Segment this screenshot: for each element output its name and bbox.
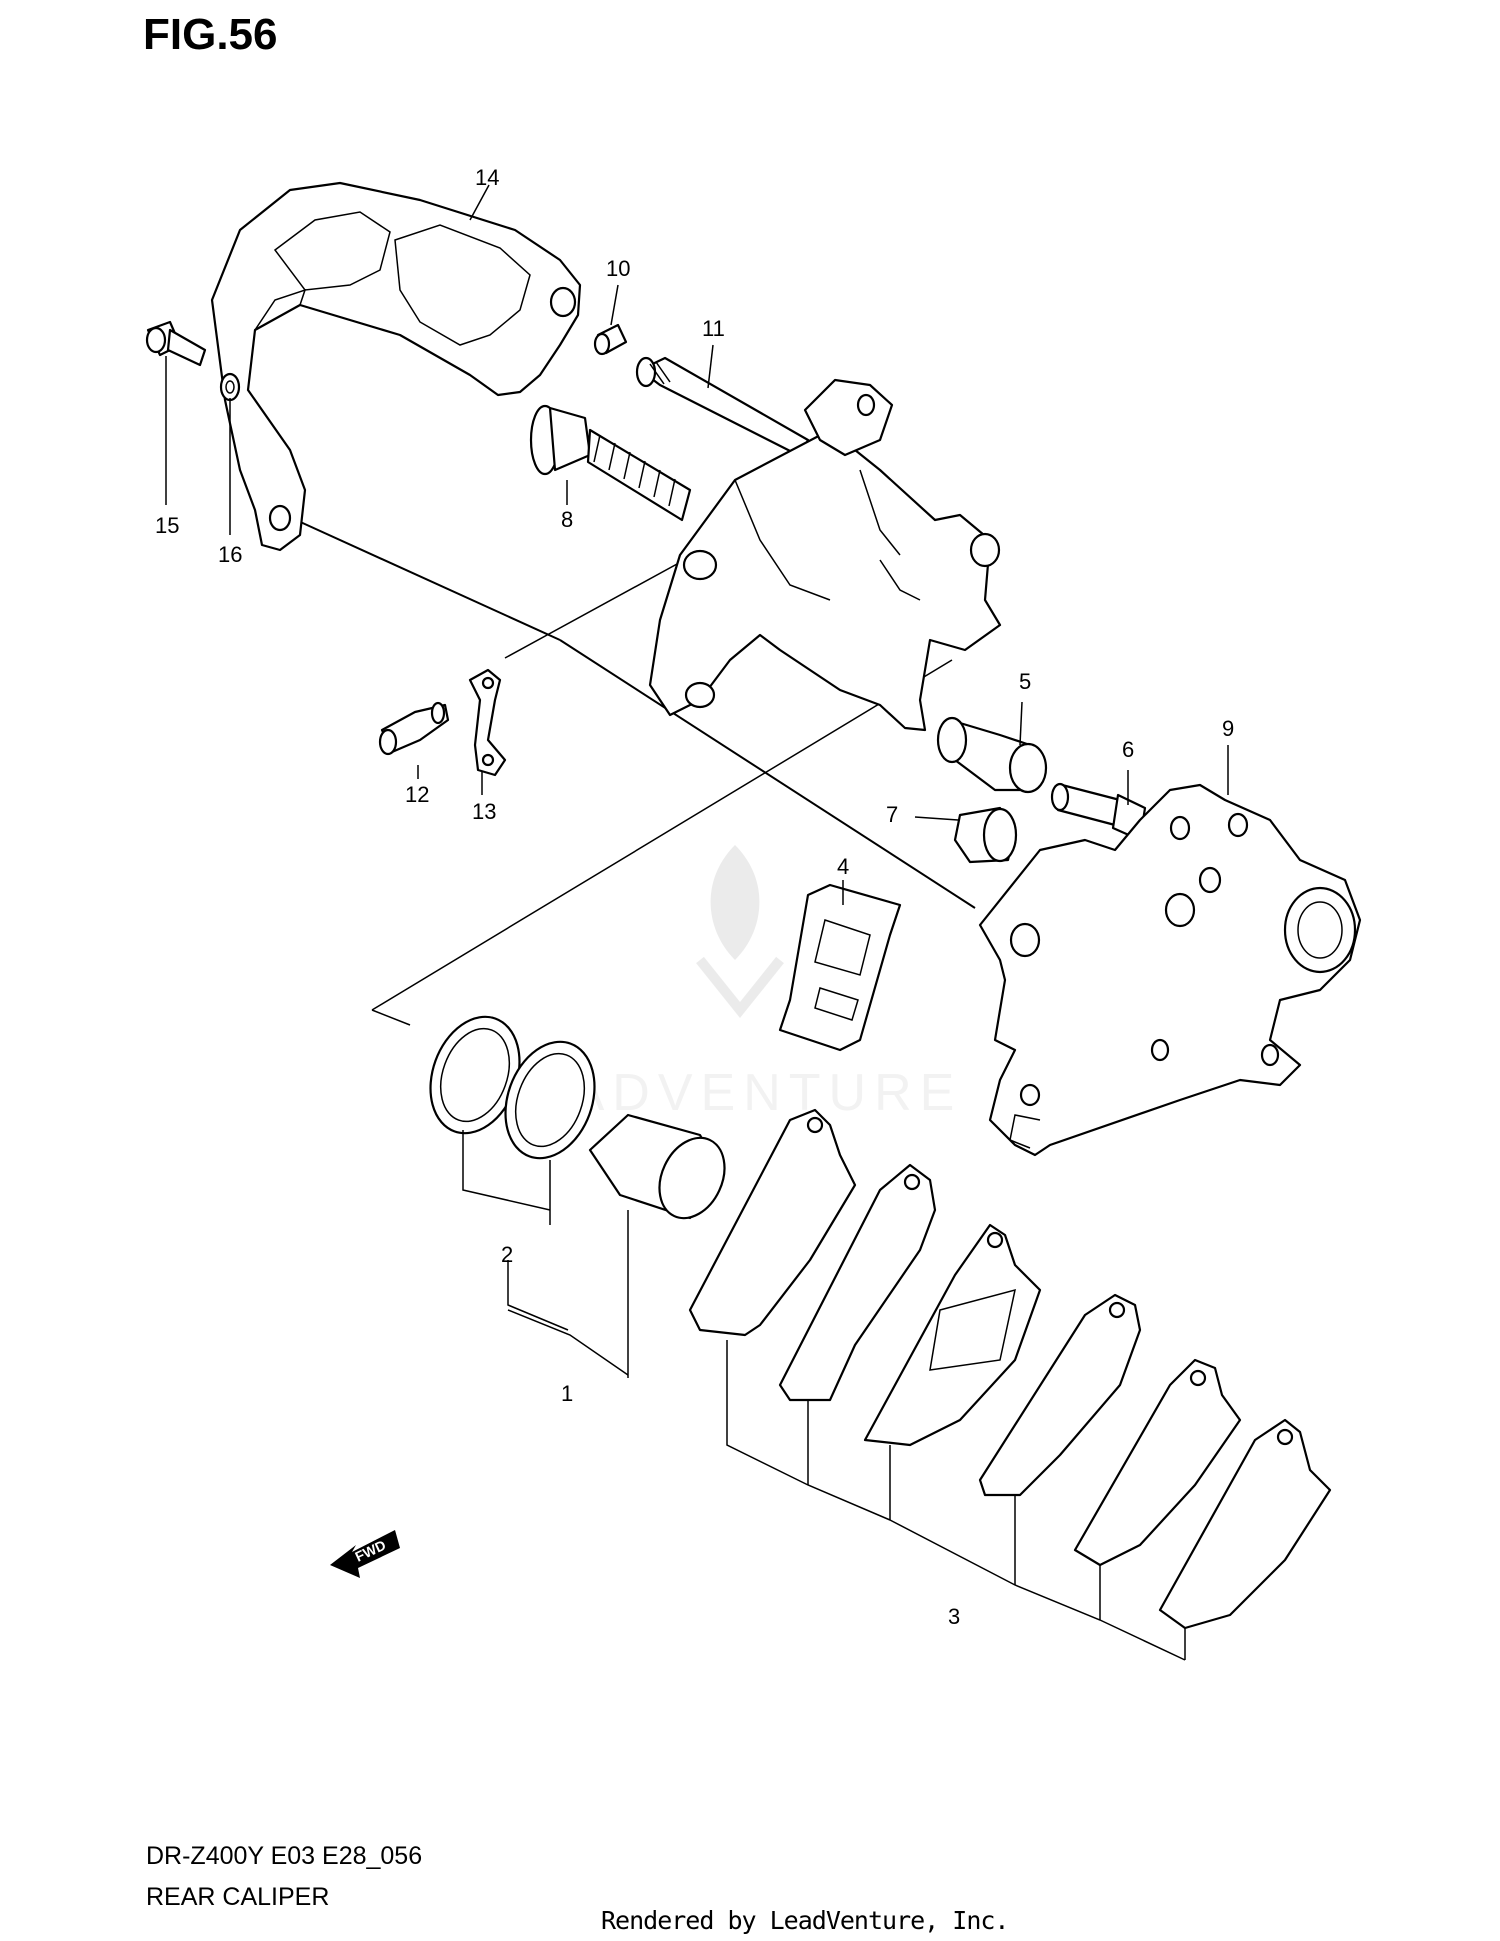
part-10-cap [593,323,628,356]
model-code: DR-Z400Y E03 E28_056 [146,1842,423,1870]
part-5-sleeve [936,716,1048,794]
assembly-lines [295,519,976,1026]
part-12-bleeder-valve [378,701,450,756]
callout-7: 7 [886,802,898,827]
part-16-washer [219,372,241,402]
callout-4: 4 [837,854,849,879]
part-2-piston-seals [429,1015,596,1160]
callout-numbers: 1 2 3 4 5 6 7 8 9 10 11 12 13 14 15 16 [155,165,1234,1629]
callout-5: 5 [1019,669,1031,694]
callout-13: 13 [472,799,496,824]
flame-logo-icon [710,845,760,960]
callout-6: 6 [1122,737,1134,762]
v-logo-icon [696,956,784,1019]
figure-title: FIG.56 [143,10,278,59]
callout-9: 9 [1222,716,1234,741]
part-8-bolt [529,404,692,522]
part-15-bolt [145,320,207,367]
callout-leaders [165,184,1229,1661]
render-credit: Rendered by LeadVenture, Inc. [601,1906,1009,1935]
part-11-pin [635,356,810,458]
callout-15: 15 [155,513,179,538]
callout-8: 8 [561,507,573,532]
part-3-brake-pads [688,1108,1332,1630]
part-9-caliper-holder [978,783,1362,1157]
callout-10: 10 [606,256,630,281]
callout-1: 1 [561,1381,573,1406]
callout-3: 3 [948,1604,960,1629]
diagram-name: REAR CALIPER [146,1883,330,1911]
callout-12: 12 [405,782,429,807]
callout-2: 2 [501,1242,513,1267]
part-7-boot [953,806,1018,864]
piston [588,1113,726,1220]
callout-14: 14 [475,165,499,190]
callout-16: 16 [218,542,242,567]
callout-11: 11 [702,316,725,341]
part-14-caliper-bracket [210,181,582,552]
caliper-body [648,378,1002,732]
part-4-pad-spring [778,883,902,1052]
fwd-direction-marker: FWD [330,1530,400,1578]
part-13-plate [468,668,507,777]
